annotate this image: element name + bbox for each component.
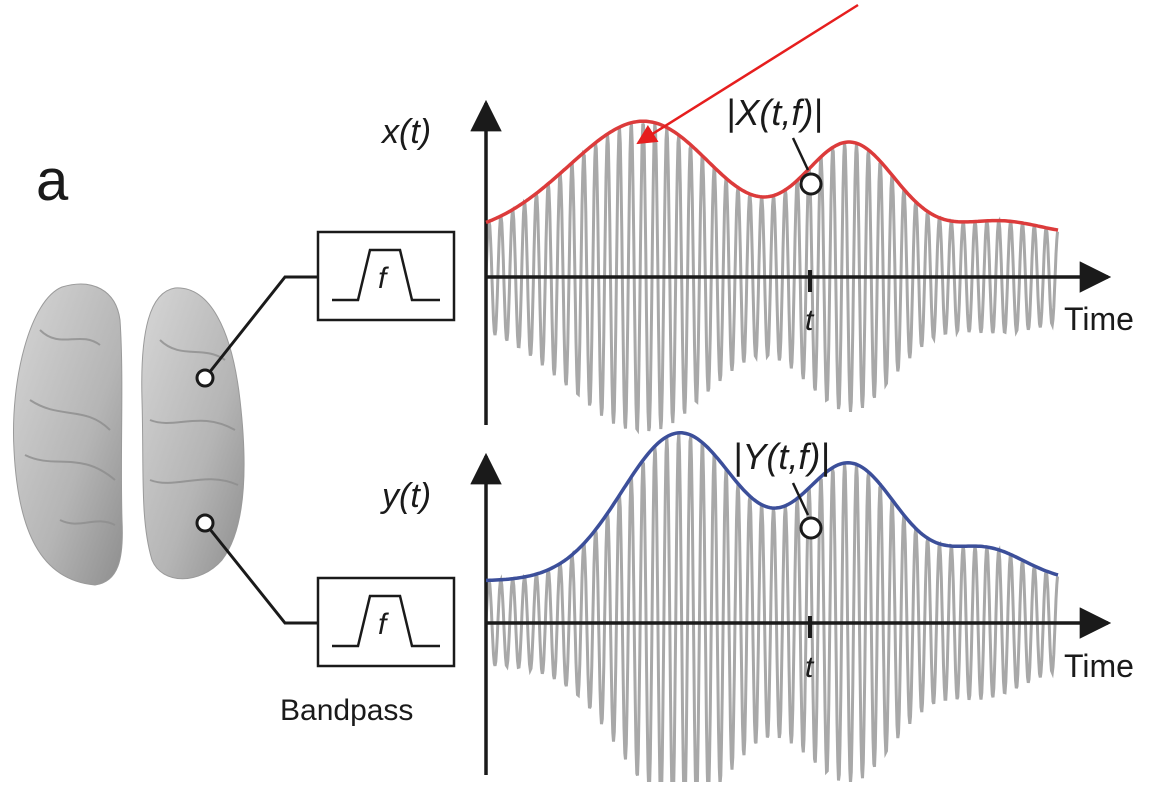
bandpass-filter-bottom: f bbox=[316, 576, 456, 668]
envelope-curve-top bbox=[485, 119, 1059, 232]
connection-wires bbox=[203, 275, 318, 625]
panel-label: a bbox=[36, 148, 69, 213]
envelope-curve-bottom bbox=[486, 431, 1059, 583]
envelope-label-top: |X(t,f)| bbox=[726, 92, 823, 133]
x-axis-label-top: Time bbox=[1064, 301, 1134, 337]
t-marker-top: t bbox=[805, 304, 815, 337]
bandpass-caption: Bandpass bbox=[280, 694, 413, 727]
carrier-wave-top bbox=[484, 122, 1059, 435]
brain-left-hemisphere bbox=[13, 283, 123, 586]
filter-f-label-top: f bbox=[378, 262, 389, 295]
envelope-marker-bottom bbox=[799, 516, 823, 540]
carrier-wave-bottom bbox=[484, 432, 1059, 787]
envelope-callout-line-bottom bbox=[791, 482, 810, 516]
envelope-label-bottom: |Y(t,f)| bbox=[733, 436, 830, 477]
electrode-node-bottom bbox=[195, 513, 215, 533]
carrier-oscillation bbox=[484, 432, 1059, 787]
y-label-top: x(t) bbox=[380, 113, 431, 151]
annotation-arrow bbox=[636, 3, 859, 145]
filter-f-label-bottom: f bbox=[378, 608, 389, 641]
t-marker-bottom: t bbox=[805, 651, 815, 684]
axes-bottom bbox=[470, 452, 1112, 775]
bandpass-filter-top: f bbox=[316, 230, 456, 322]
brain-right-hemisphere bbox=[141, 287, 245, 580]
y-label-bottom: y(t) bbox=[380, 477, 431, 515]
carrier-oscillation bbox=[484, 122, 1059, 435]
envelope-marker-top bbox=[799, 172, 823, 196]
x-axis-label-bottom: Time bbox=[1064, 648, 1134, 684]
brain-illustration bbox=[13, 283, 245, 586]
envelope-callout-line-top bbox=[791, 137, 810, 171]
electrode-node-top bbox=[195, 368, 215, 388]
axes-top bbox=[470, 99, 1112, 425]
